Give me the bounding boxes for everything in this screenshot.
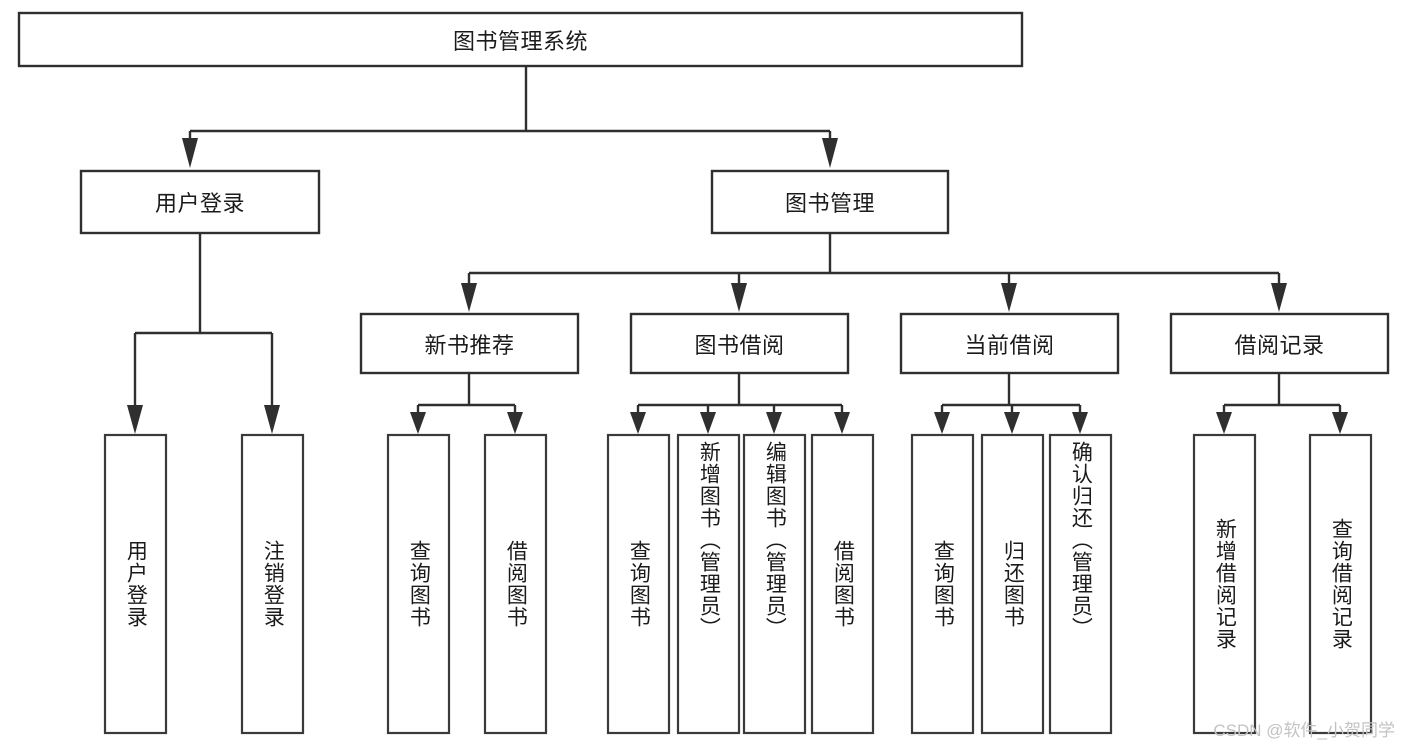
arrowhead-current-borrow-leaf-1 xyxy=(934,412,950,434)
leaf-box-current-borrow-3[interactable] xyxy=(1048,433,1113,735)
leaf-box-user-login-2[interactable] xyxy=(240,433,305,735)
arrowhead-to-user-login xyxy=(182,138,198,168)
arrowhead-current-borrow-leaf-2 xyxy=(1004,412,1020,434)
node-book-manage-box[interactable] xyxy=(710,169,950,235)
node-borrow-record-box[interactable] xyxy=(1169,312,1390,375)
arrowhead-borrow-book-leaf-2 xyxy=(700,412,716,434)
arrowhead-to-borrow-book xyxy=(731,283,747,312)
leaf-box-borrow-record-1[interactable] xyxy=(1192,433,1257,735)
arrowhead-current-borrow-leaf-3 xyxy=(1072,412,1088,434)
node-current-borrow-box[interactable] xyxy=(899,312,1120,375)
arrowhead-borrow-book-leaf-1 xyxy=(630,412,646,434)
arrowhead-borrow-record-leaf-1 xyxy=(1216,412,1232,434)
node-root-box[interactable] xyxy=(17,11,1024,68)
leaf-box-user-login-1[interactable] xyxy=(103,433,168,735)
arrowhead-new-book-leaf-2 xyxy=(507,412,523,434)
arrowhead-to-borrow-record xyxy=(1271,283,1287,312)
arrowhead-borrow-book-leaf-3 xyxy=(766,412,782,434)
leaf-box-current-borrow-1[interactable] xyxy=(910,433,975,735)
arrowhead-to-current-borrow xyxy=(1001,283,1017,312)
node-new-book-box[interactable] xyxy=(359,312,580,375)
leaf-box-new-book-1[interactable] xyxy=(386,433,451,735)
arrowhead-user-login-leaf-1 xyxy=(127,405,143,434)
arrowhead-to-new-book xyxy=(461,283,477,312)
arrowhead-borrow-book-leaf-4 xyxy=(834,412,850,434)
leaf-box-current-borrow-2[interactable] xyxy=(980,433,1045,735)
leaf-box-borrow-book-2[interactable] xyxy=(676,433,741,735)
node-borrow-book-box[interactable] xyxy=(629,312,850,375)
node-user-login-box[interactable] xyxy=(79,169,321,235)
leaf-box-borrow-book-1[interactable] xyxy=(606,433,671,735)
arrowhead-new-book-leaf-1 xyxy=(410,412,426,434)
leaf-box-borrow-book-3[interactable] xyxy=(742,433,807,735)
arrowhead-borrow-record-leaf-2 xyxy=(1332,412,1348,434)
leaf-box-borrow-book-4[interactable] xyxy=(810,433,875,735)
leaf-box-borrow-record-2[interactable] xyxy=(1308,433,1373,735)
arrowhead-user-login-leaf-2 xyxy=(264,405,280,434)
leaf-box-new-book-2[interactable] xyxy=(483,433,548,735)
arrowhead-to-book-manage xyxy=(822,138,838,168)
